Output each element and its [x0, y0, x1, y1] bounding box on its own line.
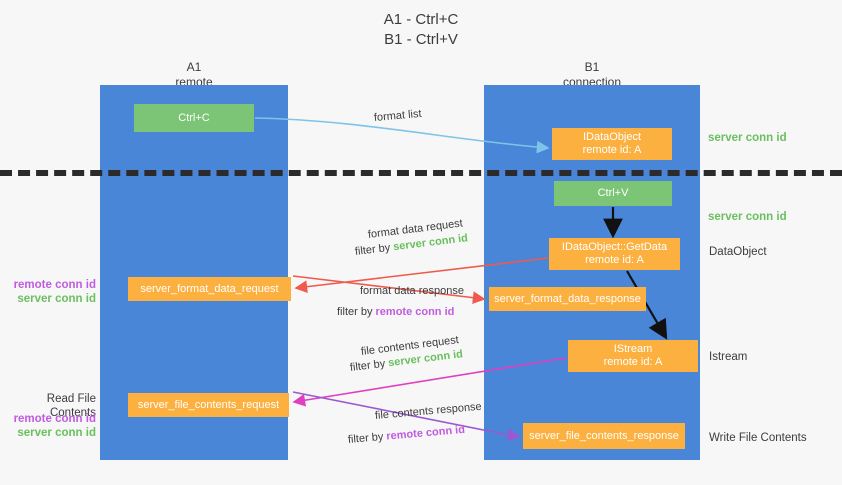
label-server-conn-id: server conn id	[17, 293, 96, 305]
phase-divider	[0, 170, 842, 176]
column-a1-name: A1	[186, 60, 202, 74]
caption-format-data-response-filter: filter by remote conn id	[337, 305, 454, 319]
title-line-1: A1 - Ctrl+C	[383, 11, 459, 28]
column-b1-name: B1	[584, 60, 600, 74]
filter-key-remote-conn-id: remote conn id	[385, 423, 466, 443]
caption-file-contents-response: file contents response	[374, 400, 482, 423]
box-server-file-contents-request-label: server_file_contents_request	[137, 398, 280, 411]
box-idataobject-getdata[interactable]: IDataObject::GetData remote id: A	[549, 238, 680, 270]
caption-format-list-text: format list	[373, 107, 423, 124]
label-write-file-contents: Write File Contents	[709, 432, 807, 444]
filter-prefix: filter by	[337, 306, 376, 318]
title-line-2: B1 - Ctrl+V	[384, 31, 458, 48]
box-server-file-contents-request[interactable]: server_file_contents_request	[128, 393, 289, 417]
label-istream: Istream	[709, 351, 748, 363]
box-idataobject-remote-id: remote id: A	[582, 144, 642, 156]
caption-file-contents-response-filter: filter by remote conn id	[347, 423, 465, 447]
box-idataobject-title: IDataObject	[582, 131, 642, 143]
label-left-conn-ids-bottom: remote conn id server conn id	[10, 412, 96, 440]
label-remote-conn-id: remote conn id	[13, 279, 96, 291]
box-istream-remote-id: remote id: A	[603, 356, 663, 368]
box-server-file-contents-response-label: server_file_contents_response	[529, 429, 679, 442]
caption-format-data-response: format data response	[360, 284, 464, 298]
label-remote-conn-id: remote conn id	[13, 413, 96, 425]
box-server-format-data-request[interactable]: server_format_data_request	[128, 277, 291, 301]
box-getdata-remote-id: remote id: A	[585, 254, 644, 266]
box-istream[interactable]: IStream remote id: A	[568, 340, 698, 372]
filter-prefix: filter by	[349, 357, 389, 374]
caption-format-data-response-text: format data response	[360, 285, 464, 297]
label-server-conn-id-top: server conn id	[708, 132, 787, 144]
box-idataobject[interactable]: IDataObject remote id: A	[552, 128, 672, 160]
box-ctrl-c[interactable]: Ctrl+C	[134, 104, 254, 132]
caption-format-list: format list	[373, 107, 422, 125]
label-dataobject: DataObject	[709, 246, 767, 258]
box-server-format-data-request-label: server_format_data_request	[140, 282, 279, 295]
filter-prefix: filter by	[347, 430, 387, 446]
page-title: A1 - Ctrl+C B1 - Ctrl+V	[0, 10, 842, 50]
box-ctrl-c-label: Ctrl+C	[178, 111, 210, 124]
label-server-conn-id-middle: server conn id	[708, 211, 787, 223]
box-getdata-title: IDataObject::GetData	[561, 241, 668, 253]
filter-key-remote-conn-id: remote conn id	[375, 306, 455, 318]
box-server-format-data-response[interactable]: server_format_data_response	[489, 287, 646, 311]
box-server-format-data-response-label: server_format_data_response	[494, 292, 641, 305]
label-left-conn-ids-top: remote conn id server conn id	[10, 278, 96, 306]
filter-prefix: filter by	[354, 241, 394, 258]
label-server-conn-id: server conn id	[17, 427, 96, 439]
box-ctrl-v-label: Ctrl+V	[597, 187, 629, 199]
box-server-file-contents-response[interactable]: server_file_contents_response	[523, 423, 685, 449]
caption-file-contents-response-text: file contents response	[374, 400, 483, 422]
label-read-file-contents: Read File Contents	[46, 393, 96, 419]
box-ctrl-v[interactable]: Ctrl+V	[554, 181, 672, 206]
box-istream-title: IStream	[613, 343, 653, 355]
